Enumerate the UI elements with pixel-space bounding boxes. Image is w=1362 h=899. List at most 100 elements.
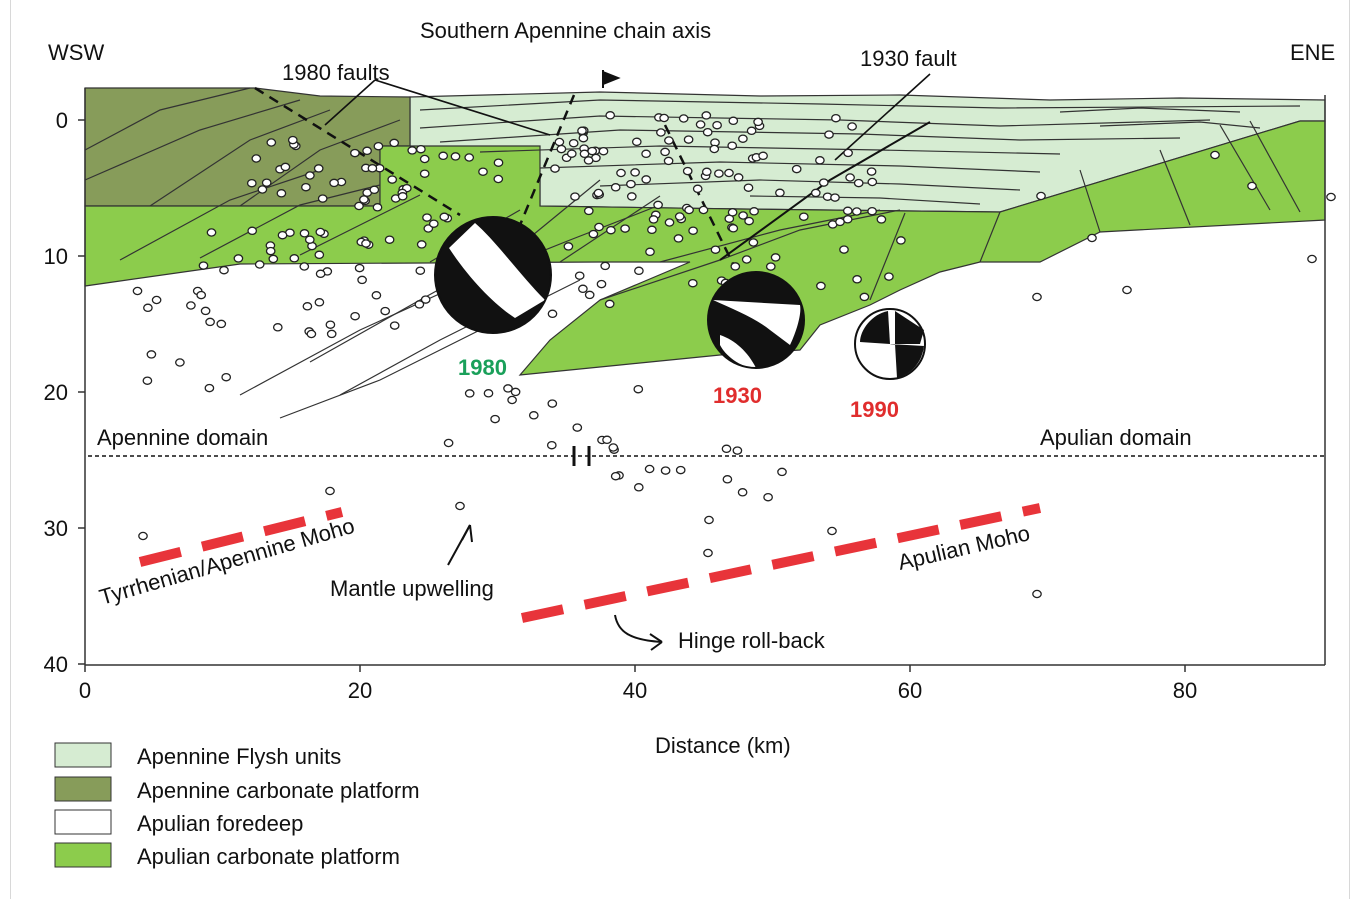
seismic-event	[305, 171, 315, 180]
seismic-event	[798, 212, 809, 221]
seismic-event	[287, 135, 298, 145]
seismic-event	[593, 188, 604, 198]
focal-mechanism-1990	[854, 308, 926, 380]
seismic-event	[610, 471, 621, 481]
fault-1980-b	[518, 94, 576, 226]
seismic-event	[738, 211, 748, 220]
seismic-event	[867, 206, 877, 216]
leader-lines	[324, 73, 931, 161]
seismic-event	[732, 446, 743, 455]
seismic-event	[641, 149, 651, 159]
seismic-event	[247, 226, 258, 236]
legend-label-apulian-platform: Apulian carbonate platform	[137, 844, 400, 869]
seismic-event	[660, 466, 671, 475]
chain-axis-label: Southern Apennine chain axis	[420, 18, 711, 43]
year-label-1980: 1980	[458, 355, 507, 380]
seismic-event	[443, 438, 454, 448]
seismic-event	[630, 168, 640, 177]
seismic-event	[373, 141, 384, 151]
seismic-event	[326, 329, 337, 339]
seismic-event	[675, 465, 686, 475]
seismic-event	[483, 389, 494, 398]
seismicity-dots	[132, 111, 1336, 599]
seismic-event	[744, 216, 754, 226]
seismic-event	[1247, 181, 1257, 191]
seismic-event	[186, 301, 196, 310]
seismic-event	[684, 205, 694, 215]
seismic-event	[329, 178, 339, 188]
seismic-event	[851, 207, 862, 216]
y-tick-label: 40	[44, 652, 68, 677]
apennine-carbonate-platform-unit	[84, 87, 411, 207]
seismic-event	[361, 239, 371, 248]
seismic-event	[493, 174, 504, 184]
x-tick-label: 60	[898, 678, 922, 703]
seismic-event	[455, 501, 465, 511]
domain-boundary	[88, 446, 1325, 466]
seismic-event	[313, 164, 324, 173]
seismic-event	[620, 224, 630, 233]
legend-label-apennine-platform: Apennine carbonate platform	[137, 778, 420, 803]
legend-swatch-foredeep	[54, 809, 112, 835]
seismic-event	[464, 153, 475, 162]
seismic-event	[765, 262, 776, 271]
seismic-event	[369, 185, 380, 195]
seismic-event	[606, 225, 616, 235]
seismic-event	[359, 195, 369, 204]
seismic-event	[770, 253, 781, 262]
apulian-carbonate-platform-upper	[84, 120, 1326, 376]
seismic-event	[563, 242, 574, 251]
seismic-event	[204, 383, 215, 393]
seismic-event	[847, 122, 857, 131]
legend: Apennine Flysh units Apennine carbonate …	[54, 742, 420, 869]
seismic-event	[314, 298, 325, 307]
seismic-event	[721, 444, 732, 454]
seismic-event	[602, 435, 612, 445]
seismic-event	[660, 147, 670, 157]
seismic-event	[633, 483, 644, 492]
seismic-event	[810, 188, 821, 198]
seismic-event	[648, 215, 659, 224]
seismic-event	[439, 212, 450, 222]
seismic-event	[763, 492, 773, 502]
seismic-event	[142, 376, 153, 385]
seismic-event	[450, 152, 461, 161]
seismic-event	[876, 215, 887, 224]
seismic-event	[138, 531, 148, 541]
y-tick-label: 30	[44, 516, 68, 541]
x-tick-label: 0	[79, 678, 91, 703]
seismic-event	[596, 279, 607, 289]
seismic-event	[407, 146, 418, 155]
seismic-event	[816, 281, 826, 291]
tyrrhenian-moho-line	[138, 507, 344, 567]
seismic-event	[659, 113, 669, 123]
seismic-event	[598, 146, 609, 156]
seismic-event	[583, 156, 594, 165]
hinge-arrow	[614, 614, 663, 643]
seismic-event	[414, 300, 425, 309]
seismic-event	[547, 399, 558, 408]
moho-lines	[138, 503, 1042, 623]
seismic-event	[588, 229, 599, 239]
seismic-event	[616, 168, 626, 178]
seismic-event	[733, 173, 744, 182]
seismic-event	[268, 254, 279, 264]
legend-label-foredeep: Apulian foredeep	[137, 811, 303, 836]
seismic-event	[246, 178, 257, 188]
seismic-event	[200, 306, 211, 316]
seismic-event	[1210, 150, 1220, 160]
seismic-event	[397, 192, 408, 201]
seismic-event	[566, 149, 577, 158]
seismic-event	[1032, 292, 1042, 302]
seismic-event	[626, 192, 637, 201]
orientation-left: WSW	[48, 40, 104, 65]
seismic-event	[574, 271, 585, 280]
seismic-event	[741, 255, 752, 264]
seismic-event	[1307, 254, 1317, 264]
faults-1980-label: 1980 faults	[282, 60, 390, 85]
seismic-event	[1036, 191, 1046, 201]
seismic-event	[583, 206, 594, 216]
apennine-domain-label: Apennine domain	[97, 425, 268, 450]
